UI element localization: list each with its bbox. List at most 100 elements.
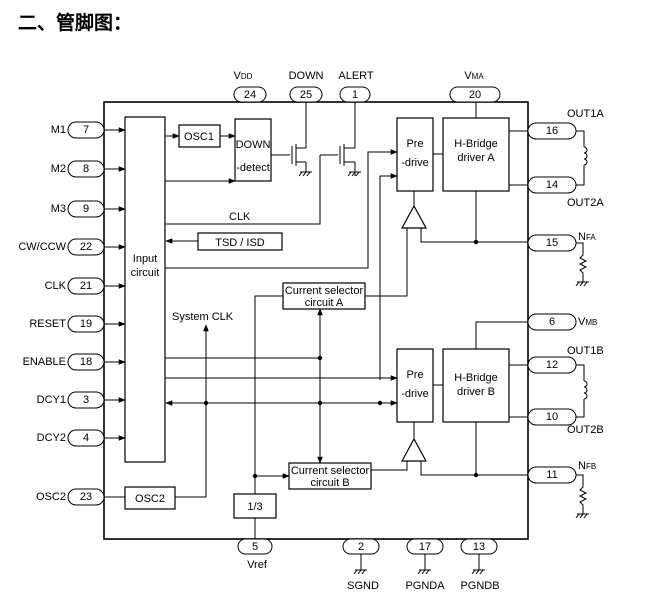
bottom-pins: 5 Vref 2 SGND 17 PGNDA 13 (237, 538, 500, 592)
osc2-label: OSC2 (135, 493, 165, 505)
pin-m2: M2 8 (51, 160, 105, 178)
pin-number: 23 (80, 491, 92, 503)
predrive-b-block: Pre -drive (396, 348, 434, 423)
pin-number: 13 (473, 541, 485, 553)
pin-enable: ENABLE 18 (23, 353, 105, 371)
osc1-label: OSC1 (184, 131, 214, 143)
pin-number: 6 (549, 316, 555, 328)
pin-out1b: OUT1B 12 (509, 345, 604, 374)
pin-clk: CLK 21 (45, 277, 105, 295)
pin-label: OSC2 (36, 491, 66, 503)
pin-label: SGND (347, 580, 379, 592)
pin-alert: ALERT 1 (338, 70, 374, 103)
pin-label-main: NFA (578, 231, 596, 243)
pin-dcy2: DCY2 4 (37, 429, 105, 447)
coil-b-icon (576, 364, 588, 418)
pin-vref: 5 Vref (237, 538, 273, 571)
pin-label-main: OUT1A (567, 108, 604, 120)
pin-label: DCY1 (37, 394, 66, 406)
pin-number: 18 (80, 356, 92, 368)
pin-reset: RESET 19 (29, 315, 105, 333)
pin-number: 20 (469, 89, 481, 101)
current-selector-b-label-2: circuit B (310, 477, 349, 489)
osc1-block: OSC1 (165, 124, 236, 148)
hbridge-a-label-2: driver A (457, 152, 495, 164)
clk-line: CLK (165, 155, 321, 225)
pin-label: M1 (51, 124, 66, 136)
pin-out2b: OUT2B 10 (509, 408, 604, 436)
pin-label: PGNDA (405, 580, 445, 592)
down-detect-label-1: DOWN (236, 139, 271, 151)
pin-number: 17 (419, 541, 431, 553)
left-pins: M1 7 M2 8 M3 9 CW/CCW 22 CLK 21 RESET 19 (18, 121, 105, 506)
pin-label: DCY2 (37, 432, 66, 444)
tsd-isd-label: TSD / ISD (215, 237, 265, 249)
pin-label-main: VMB (578, 316, 597, 328)
predrive-a-inputs (165, 149, 398, 380)
pin-number: 2 (358, 541, 364, 553)
hbridge-a-label-1: H-Bridge (454, 138, 497, 150)
pin-pgnda: 17 PGNDA (405, 538, 445, 592)
pin-number: 19 (80, 318, 92, 330)
pin-label: CLK (45, 280, 67, 292)
pin-label-main: OUT1B (567, 345, 604, 357)
page-title: 二、管脚图： (18, 12, 133, 34)
pin-number: 24 (244, 89, 256, 101)
control-buses (165, 308, 398, 464)
pin-number: 16 (546, 125, 558, 137)
pin-number: 11 (546, 469, 557, 481)
predrive-b-label-2: -drive (401, 388, 429, 400)
pin-label-main: VDD (234, 70, 253, 82)
pin-label-main: VMA (464, 70, 484, 82)
down-detect-block: DOWN -detect (165, 118, 272, 184)
predrive-a-label-1: Pre (406, 138, 423, 150)
pin-m1: M1 7 (51, 121, 105, 139)
osc2-block: OSC2 (124, 486, 176, 510)
pin-out1a: OUT1A 16 (509, 108, 604, 140)
pin-number: 22 (80, 241, 92, 253)
pin-number: 7 (83, 124, 89, 136)
divider-label: 1/3 (247, 501, 262, 513)
pin-number: 9 (83, 203, 89, 215)
pin-label-main: ALERT (338, 70, 374, 82)
predrive-a-block: Pre -drive (396, 117, 434, 192)
pin-label: CW/CCW (18, 241, 66, 253)
pin-label: M3 (51, 203, 66, 215)
pin-nfa: NFA 15 (527, 231, 596, 252)
pin-vma: VMA 20 (449, 70, 501, 103)
pin-dcy1: DCY1 3 (37, 391, 105, 409)
vref-path (252, 295, 290, 494)
pin-m3: M3 9 (51, 200, 105, 218)
hbridge-a-block: H-Bridge driver A (433, 117, 510, 192)
pin-label-main: NFB (578, 460, 596, 472)
down-detect-label-2: -detect (236, 162, 270, 174)
input-circuit-label-2: circuit (131, 267, 160, 279)
pin-vmb: VMB 6 (475, 313, 597, 349)
pin-number: 15 (546, 237, 558, 249)
pin-number: 1 (352, 89, 358, 101)
pin-label: RESET (29, 318, 66, 330)
pin-number: 10 (546, 411, 558, 423)
pin-sgnd: 2 SGND (342, 538, 380, 592)
pin-number: 21 (80, 280, 92, 292)
pin-number: 25 (300, 89, 312, 101)
pin-vdd: VDD 24 (233, 70, 267, 103)
pin-number: 12 (546, 359, 558, 371)
resistor-a-icon (575, 242, 589, 287)
pin-pgndb: 13 PGNDB (460, 538, 500, 592)
resistor-b-icon (575, 474, 589, 519)
pin-number: 8 (83, 163, 89, 175)
current-selector-a: Current selector circuit A (282, 282, 366, 310)
right-pins: OUT1A 16 OUT2A 14 NFA 15 (475, 108, 604, 519)
pin-label: PGNDB (460, 580, 499, 592)
pin-label-main: DOWN (289, 70, 324, 82)
hbridge-b-block: H-Bridge driver B (433, 348, 510, 423)
pin-label: M2 (51, 163, 66, 175)
comparator-a (365, 191, 528, 297)
system-clk-label: System CLK (172, 311, 234, 323)
pin-label-main: OUT2B (567, 424, 604, 436)
predrive-a-label-2: -drive (401, 157, 429, 169)
pin-number: 5 (252, 541, 258, 553)
hbridge-b-label-2: driver B (457, 386, 495, 398)
current-selector-a-label-1: Current selector (285, 285, 364, 297)
